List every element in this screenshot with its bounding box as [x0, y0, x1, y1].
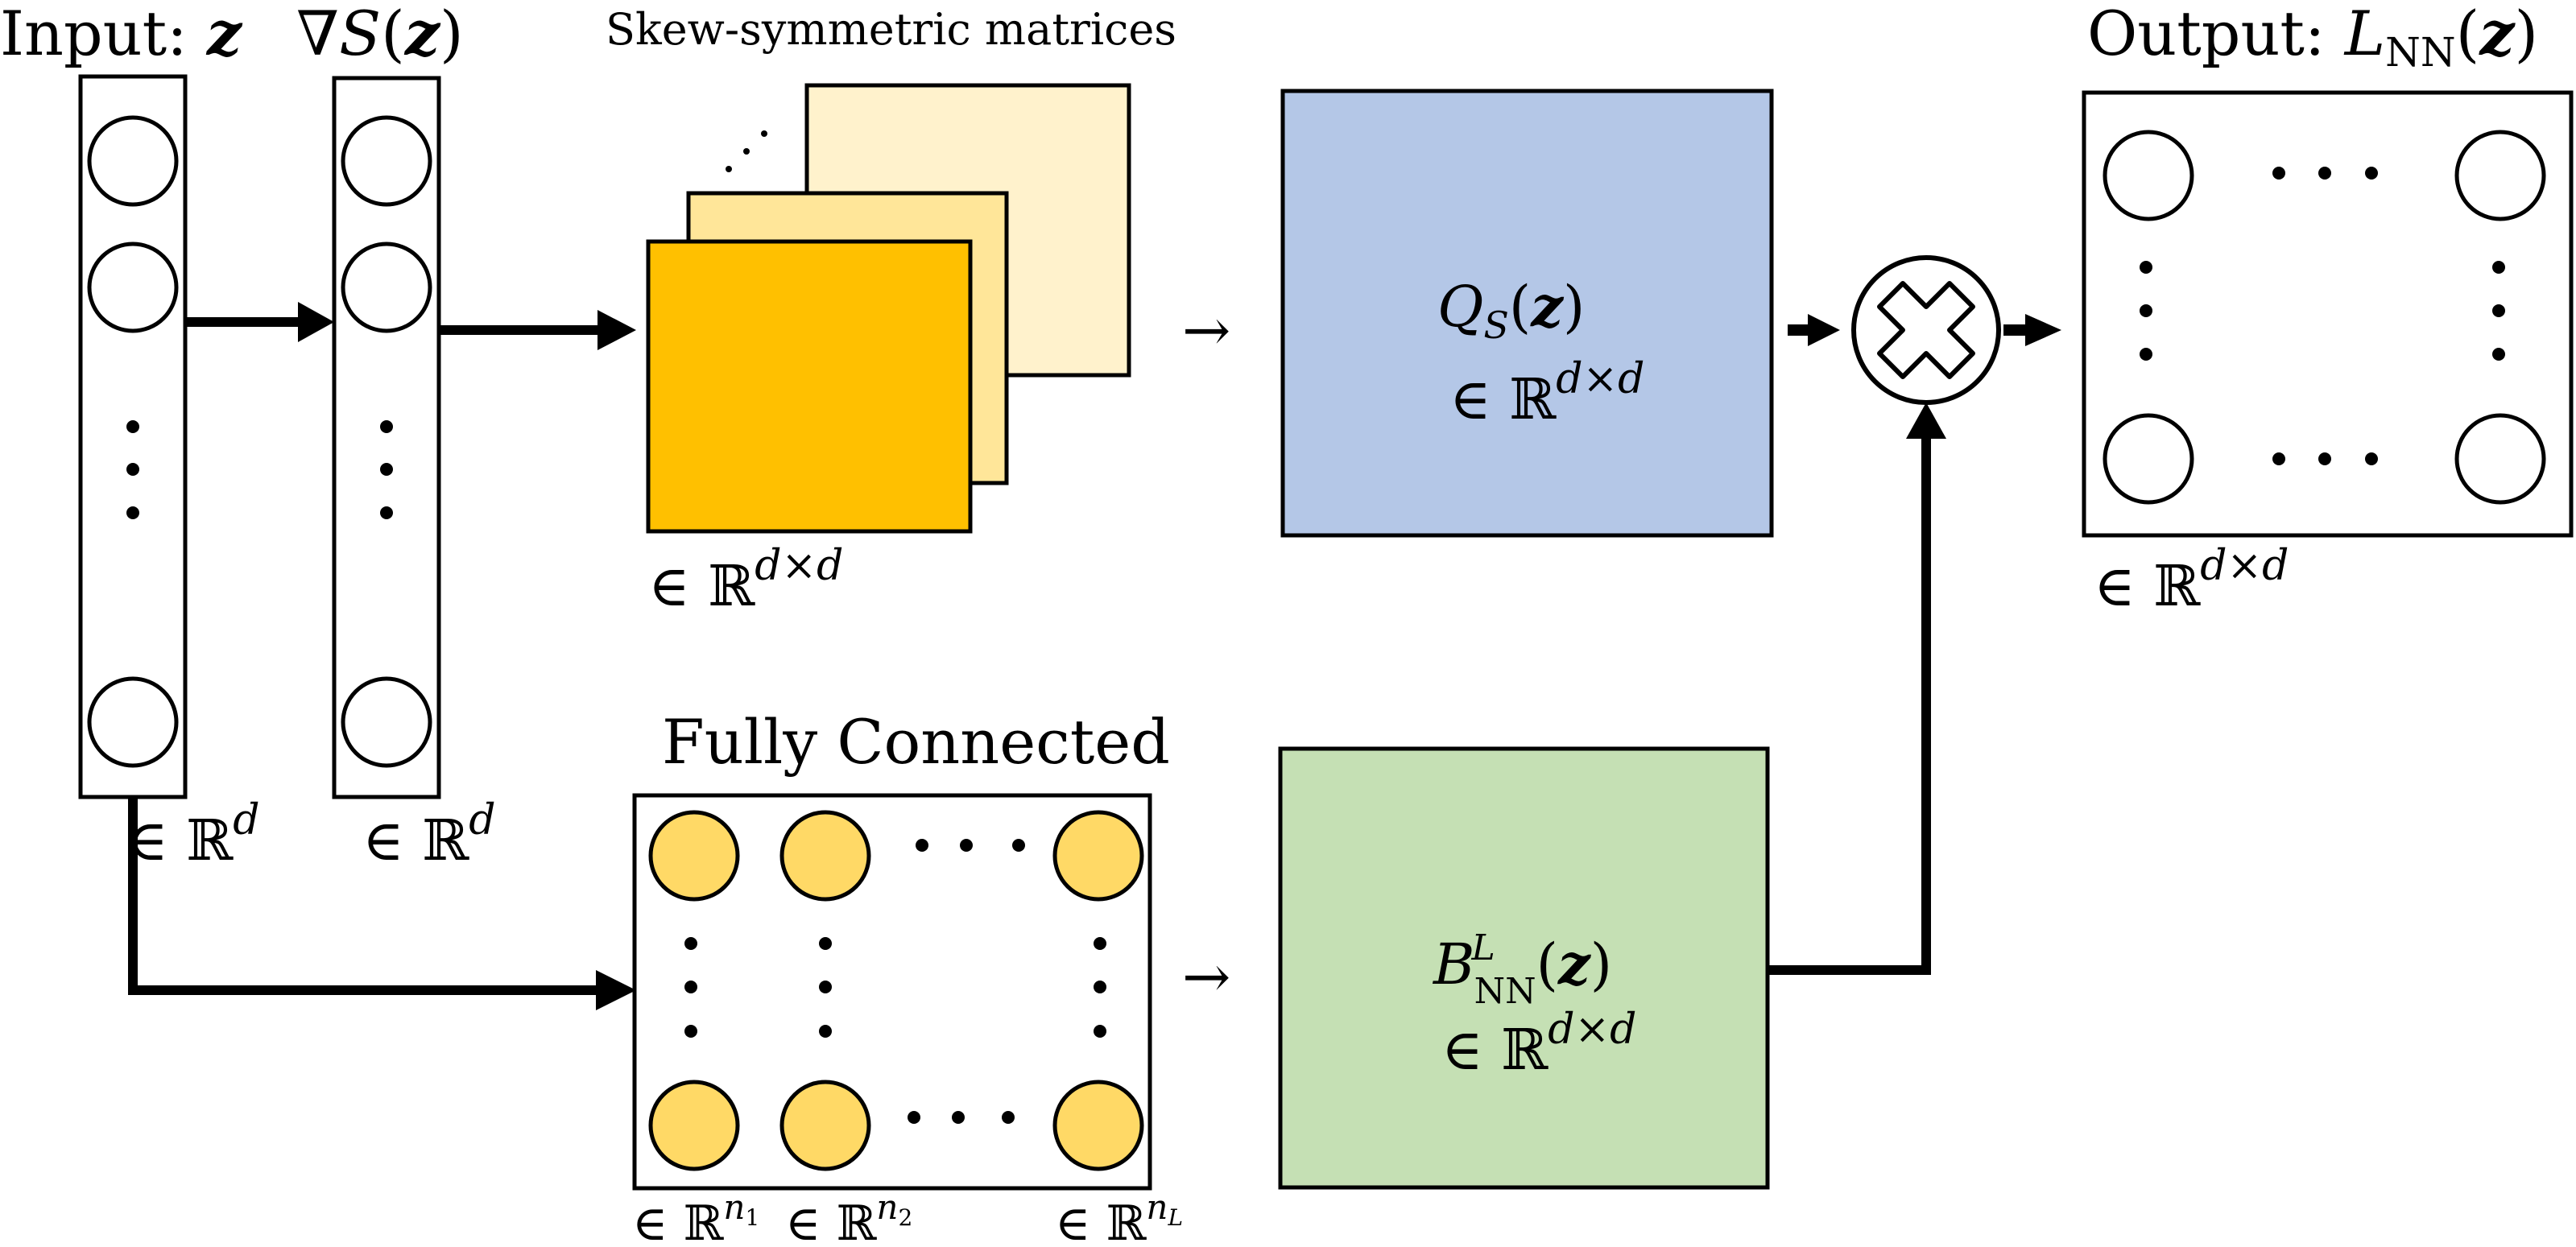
ellipsis-dot	[380, 463, 393, 476]
fc-node	[648, 1080, 740, 1171]
ellipsis-dot	[743, 148, 750, 155]
output-node	[2103, 130, 2194, 221]
ellipsis-dot	[2492, 348, 2505, 361]
ellipsis-dot	[2140, 304, 2152, 317]
ellipsis-dot	[2140, 261, 2152, 274]
gradient-node	[341, 242, 432, 333]
fc-node	[648, 810, 740, 902]
ellipsis-dot	[819, 1025, 832, 1038]
ellipsis-dot	[2272, 452, 2285, 465]
ellipsis-dot	[380, 506, 393, 519]
fc-node	[779, 810, 871, 902]
arrowhead	[298, 302, 334, 342]
ellipsis-dot	[380, 420, 393, 433]
arrow-glyph: →	[1182, 296, 1230, 364]
fc-node	[1052, 810, 1144, 902]
ellipsis-dot	[2365, 167, 2378, 180]
input-node	[87, 242, 179, 333]
output-label: Output: LNN(z)	[2087, 0, 2538, 76]
arrowhead	[1808, 314, 1840, 346]
input-label: Input: z	[0, 0, 243, 69]
ellipsis-dot	[761, 130, 767, 137]
input-vector	[78, 74, 188, 799]
ellipsis-dot	[2272, 167, 2285, 180]
ellipsis-dot	[684, 981, 697, 993]
skew-dim-label: ∈ ℝd×d	[648, 542, 843, 619]
skew-title: Skew-symmetric matrices	[606, 4, 1176, 55]
output-node	[2454, 130, 2546, 221]
fc-node	[779, 1080, 871, 1171]
ellipsis-dot	[2318, 452, 2331, 465]
ellipsis-dot	[126, 506, 139, 519]
circled-times-icon	[1851, 255, 2001, 405]
fc-dim-label-nL: ∈ ℝnL	[1055, 1187, 1183, 1247]
ellipsis-dot	[819, 937, 832, 950]
ellipsis-dot	[819, 981, 832, 993]
gradient-label: ∇S(z)	[296, 0, 464, 69]
ellipsis-dot	[726, 166, 732, 172]
ellipsis-dot	[684, 1025, 697, 1038]
output-node	[2103, 413, 2194, 505]
skew-matrix-front	[646, 239, 973, 534]
ellipsis-dot	[126, 463, 139, 476]
arrowhead	[596, 970, 636, 1010]
ellipsis-dot	[2318, 167, 2331, 180]
ellipsis-dot	[1094, 981, 1106, 993]
arrow-input-to-fc	[128, 797, 596, 995]
arrowhead	[1906, 403, 1946, 439]
fully-connected-block	[632, 793, 1152, 1191]
ellipsis-dot	[684, 937, 697, 950]
ellipsis-dot	[2140, 348, 2152, 361]
skew-symmetric-stack	[646, 83, 1131, 534]
ellipsis-dot	[952, 1111, 965, 1124]
ellipsis-dot	[1002, 1111, 1015, 1124]
fully-connected-title: Fully Connected	[662, 706, 1170, 778]
output-matrix	[2082, 90, 2574, 538]
ellipsis-dot	[2492, 304, 2505, 317]
input-dim-label: ∈ ℝd	[126, 796, 260, 873]
b-membership: ∈ ℝd×d	[1441, 1005, 1636, 1083]
q-label: QS(z)	[1437, 273, 1585, 347]
gradient-vector	[332, 76, 441, 799]
arrow-b-to-multiply	[1769, 435, 1931, 975]
arrowhead	[597, 310, 636, 350]
input-node	[87, 676, 179, 768]
ellipsis-dot	[960, 839, 973, 852]
ellipsis-dot	[126, 420, 139, 433]
fc-dim-label-n1: ∈ ℝn1	[632, 1187, 759, 1247]
q-block	[1280, 89, 1774, 538]
arrow-glyph: →	[1182, 943, 1230, 1010]
ellipsis-dot	[908, 1111, 920, 1124]
output-dim-label: ∈ ℝd×d	[2094, 542, 2289, 619]
q-membership: ∈ ℝd×d	[1449, 355, 1644, 432]
b-block	[1278, 746, 1770, 1190]
fc-dim-label-n2: ∈ ℝn2	[785, 1187, 912, 1247]
arrowhead	[2025, 314, 2061, 346]
ellipsis-dot	[916, 839, 928, 852]
fc-node	[1052, 1080, 1144, 1171]
ellipsis-dot	[1094, 1025, 1106, 1038]
ellipsis-dot	[2365, 452, 2378, 465]
gradient-node	[341, 115, 432, 207]
ellipsis-dot	[1094, 937, 1106, 950]
output-node	[2454, 413, 2546, 505]
gradient-dim-label: ∈ ℝd	[362, 796, 496, 873]
input-node	[87, 115, 179, 207]
gradient-node	[341, 676, 432, 768]
ellipsis-dot	[1012, 839, 1025, 852]
ellipsis-dot	[2492, 261, 2505, 274]
